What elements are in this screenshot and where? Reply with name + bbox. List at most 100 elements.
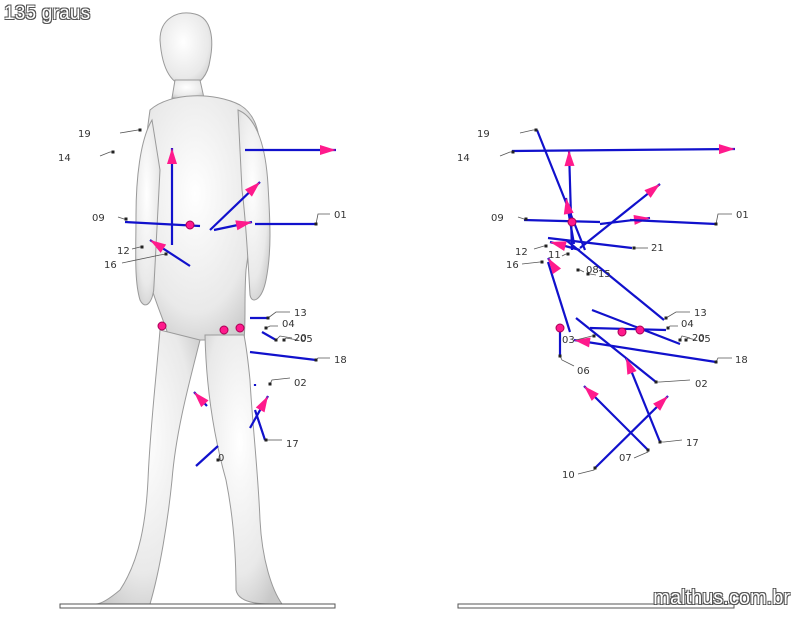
arrow-head [320, 145, 336, 155]
vector-label-14: 14 [457, 150, 515, 164]
human-figure [95, 12, 283, 605]
label-text: 18 [735, 355, 748, 366]
label-text: 11 [548, 250, 561, 261]
right-force-vectors [511, 129, 736, 469]
vector-label-02: 02 [654, 379, 708, 390]
label-text: 03 [562, 335, 575, 346]
vector-16 [149, 239, 191, 267]
label-text: 06 [577, 366, 590, 377]
vector-14 [511, 144, 736, 155]
marker-05 [635, 325, 645, 335]
vector-00 [195, 445, 219, 467]
label-text: 04 [681, 319, 694, 330]
arrow-head [653, 396, 668, 411]
arrow-head [244, 182, 260, 197]
arrow-head [644, 184, 660, 198]
label-text: 20 [692, 333, 705, 344]
arrow-head [150, 240, 167, 253]
vector-label-16: 16 [104, 252, 168, 271]
label-text: 12 [117, 246, 130, 257]
left-force-vectors [124, 145, 336, 467]
vector-label-19: 19 [477, 128, 538, 140]
vector-17-arrow [249, 395, 269, 429]
marker-09 [185, 220, 195, 230]
arrow-head [550, 241, 567, 251]
vector-label-03: 03 [562, 334, 596, 346]
vector-09-up [167, 148, 177, 245]
vector-10 [594, 395, 669, 469]
vector-label-01: 01 [714, 210, 749, 226]
vector-18 [573, 337, 717, 364]
label-text: 02 [294, 378, 307, 389]
label-text: 05 [300, 334, 313, 345]
vector-16 [547, 257, 562, 275]
vector-label-17: 17 [658, 438, 699, 449]
vector-label-01: 01 [314, 210, 347, 226]
marker-04 [219, 325, 229, 335]
vector-label-18: 18 [714, 355, 748, 366]
vector-13 [565, 239, 665, 321]
vector-02 [575, 317, 657, 383]
arrow-head [563, 198, 574, 215]
vector-label-04: 04 [666, 319, 694, 330]
marker-04 [617, 327, 627, 337]
label-text: 17 [686, 438, 699, 449]
label-text: 05 [698, 334, 711, 345]
ground-plate [59, 603, 336, 609]
vector-label-09: 09 [491, 213, 528, 224]
vector-18 [249, 350, 317, 362]
vector-label-20: 20 [678, 333, 705, 344]
vector-label-13: 13 [266, 308, 307, 320]
vector-01 [629, 218, 717, 226]
vector-label-15: 15 [586, 269, 611, 280]
vector-diag-1 [579, 183, 661, 249]
vector-04 [589, 326, 667, 332]
marker-03 [555, 323, 565, 333]
label-text: 14 [457, 153, 470, 164]
vector-21 [547, 236, 633, 250]
vector-label-10: 10 [562, 466, 597, 481]
vector-label-18: 18 [314, 355, 347, 366]
vector-20 [591, 308, 681, 346]
label-text: 15 [598, 269, 611, 280]
vector-07 [583, 385, 649, 451]
watermark-site: malthus.com.br [653, 587, 790, 609]
vector-12 [213, 220, 253, 232]
label-text: 01 [334, 210, 347, 221]
label-text: 18 [334, 355, 347, 366]
label-text: 16 [104, 260, 117, 271]
arrow-head [235, 220, 252, 231]
label-text: 10 [562, 470, 575, 481]
vector-label-11: 11 [548, 250, 570, 261]
vector-label-04: 04 [264, 319, 295, 330]
label-text: 01 [736, 210, 749, 221]
label-text: 13 [694, 308, 707, 319]
vector-17 [624, 357, 662, 443]
vector-14 [245, 145, 336, 155]
vector-label-08: 08 [576, 265, 599, 276]
arrow-head [167, 148, 177, 164]
vector-label-09: 09 [92, 213, 128, 224]
arrow-head [255, 396, 268, 413]
vector-label-16: 16 [506, 260, 544, 271]
vector-mid [193, 391, 209, 408]
vector-label-07: 07 [619, 448, 650, 464]
label-text: 19 [78, 129, 91, 140]
label-text: 07 [619, 453, 632, 464]
arrow-head [574, 337, 591, 348]
label-text: 09 [92, 213, 105, 224]
label-text: 17 [286, 439, 299, 450]
vector-label-21: 21 [632, 243, 664, 254]
vector-19 [535, 129, 587, 251]
marker-09 [567, 217, 577, 227]
vector-label-17: 17 [264, 438, 299, 450]
vector-label-12: 12 [515, 244, 548, 258]
label-text: 19 [477, 129, 490, 140]
label-text: 14 [58, 153, 71, 164]
arrow-head [194, 392, 209, 408]
